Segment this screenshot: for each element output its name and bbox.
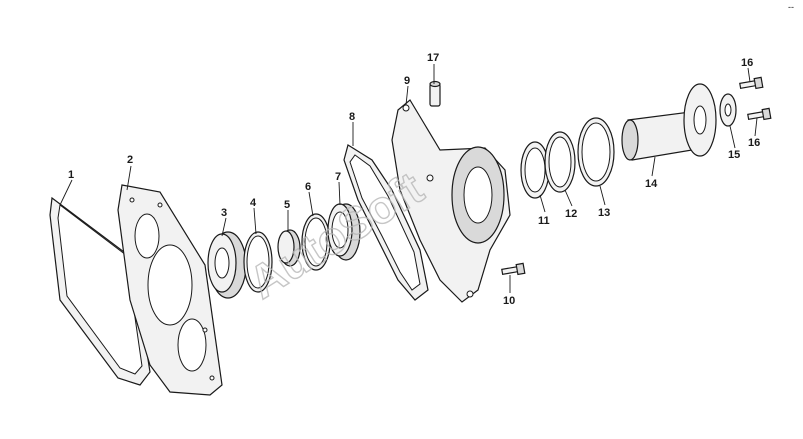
part-2-cover-plate [117,184,223,396]
callout-17: 17 [427,52,439,64]
callout-8: 8 [349,111,355,123]
part-16-bolt-upper [739,76,764,90]
part-12-ring [544,131,576,193]
part-15-washer [719,93,737,127]
part-3-bearing [207,231,247,299]
part-11-ring [520,141,550,199]
callout-7: 7 [335,171,341,183]
callout-3: 3 [221,207,227,219]
callout-4: 4 [250,197,257,209]
corner-mark: -- [788,2,794,12]
part-17-pin [429,80,441,107]
part-9-housing [391,99,511,303]
callout-9: 9 [404,75,410,87]
callout-1: 1 [68,169,74,181]
part-8-gasket [343,144,429,301]
callout-13: 13 [598,207,610,219]
leader-lines [59,64,758,293]
callout-12: 12 [565,208,577,220]
part-10-bolt [501,262,526,276]
callout-16-lower: 16 [748,137,760,149]
part-5-sleeve [277,229,301,267]
callout-16-upper: 16 [741,57,753,69]
callout-10: 10 [503,295,515,307]
callout-14: 14 [645,178,658,190]
callout-labels: 1 2 3 4 5 6 7 8 9 10 11 12 13 14 15 16 1… [68,52,760,307]
callout-5: 5 [284,199,290,211]
part-7-bearing [327,203,361,261]
part-13-seal [577,117,615,187]
part-16-bolt-lower [747,107,772,121]
part-4-snap-ring [243,231,273,293]
callout-6: 6 [305,181,311,193]
callout-11: 11 [538,215,550,227]
part-14-flange [621,83,717,161]
callout-15: 15 [728,149,740,161]
callout-2: 2 [127,154,133,166]
